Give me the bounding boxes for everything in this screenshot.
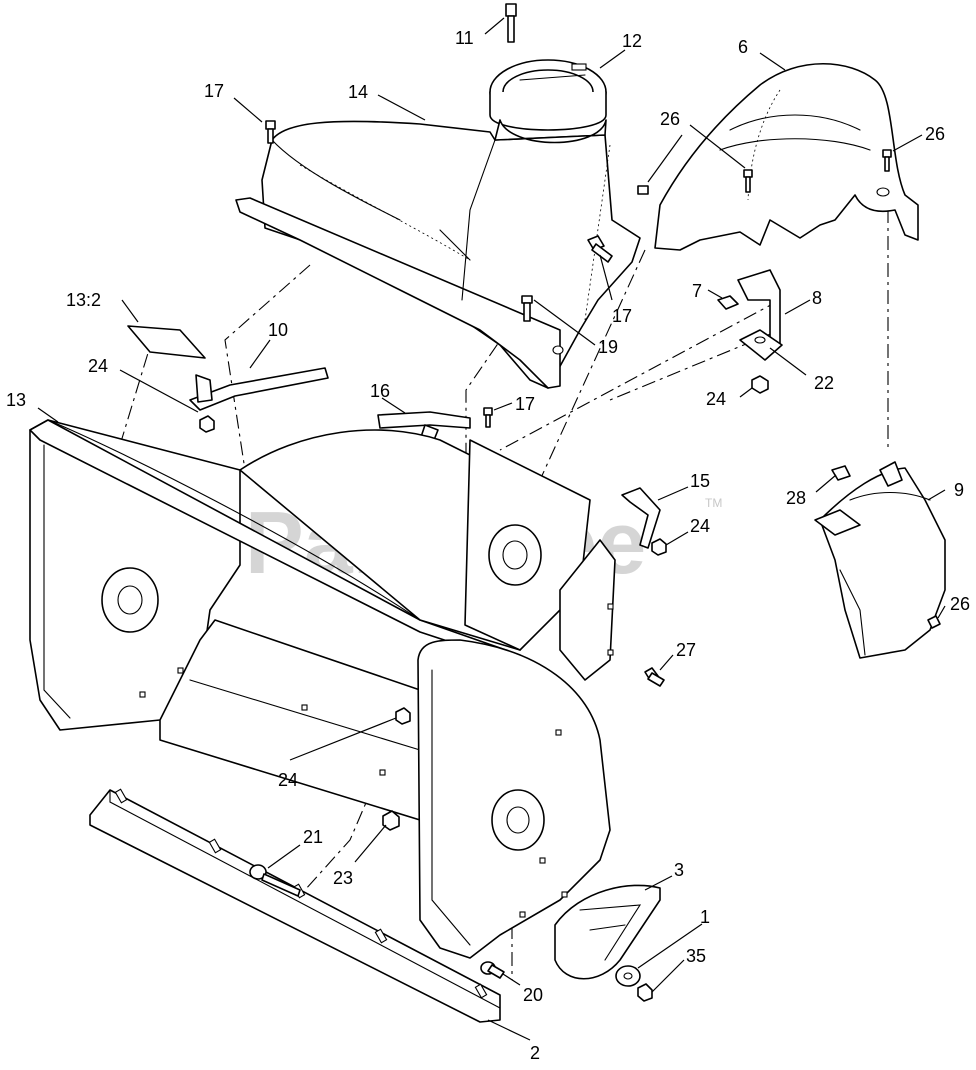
- callout-15: 15: [690, 471, 710, 491]
- nut-part-24-right[interactable]: [651, 538, 667, 556]
- chute-cover-part-6[interactable]: [654, 62, 919, 251]
- callout-1: 1: [700, 907, 710, 927]
- callout-26: 26: [925, 124, 945, 144]
- callout-9: 9: [954, 480, 964, 500]
- callout-7: 7: [692, 281, 702, 301]
- bolt-part-11[interactable]: [505, 3, 517, 43]
- callout-16: 16: [370, 381, 390, 401]
- callout-6: 6: [738, 37, 748, 57]
- callout-35: 35: [686, 946, 706, 966]
- callout-21: 21: [303, 827, 323, 847]
- bolt-part-17-upper[interactable]: [265, 120, 613, 263]
- nut-part-7[interactable]: [717, 295, 739, 310]
- callout-24: 24: [88, 356, 108, 376]
- washer-part-1[interactable]: [615, 965, 641, 987]
- deflector-part-9[interactable]: [814, 467, 946, 659]
- bracket-part-15[interactable]: [621, 487, 661, 549]
- discharge-chute-base-part-14[interactable]: [235, 120, 641, 389]
- chute-ring-part-12[interactable]: [489, 59, 607, 144]
- callout-23: 23: [333, 868, 353, 888]
- callout-2: 2: [530, 1043, 540, 1063]
- callout-14: 14: [348, 82, 368, 102]
- callout-17: 17: [612, 306, 632, 326]
- callout-27: 27: [676, 640, 696, 660]
- callout-10: 10: [268, 320, 288, 340]
- scraper-bar-part-2[interactable]: [89, 788, 501, 1023]
- bolt-part-27[interactable]: [644, 667, 665, 687]
- callout-26: 26: [660, 109, 680, 129]
- callout-17: 17: [515, 394, 535, 414]
- nut-part-24-bracket[interactable]: [751, 375, 769, 394]
- bolt-part-19[interactable]: [521, 295, 533, 322]
- callout-12: 12: [622, 31, 642, 51]
- carriage-bolt-part-21[interactable]: [249, 864, 301, 897]
- bracket-part-8[interactable]: [737, 269, 783, 361]
- skid-shoe-part-3[interactable]: [554, 884, 661, 980]
- callout-13: 13: [6, 390, 26, 410]
- watermark-trademark: TM: [705, 496, 722, 510]
- screw-part-26-top[interactable]: [637, 149, 892, 195]
- bolt-part-20[interactable]: [480, 961, 505, 979]
- callout-17: 17: [204, 81, 224, 101]
- callout-13-2: 13:2: [66, 290, 101, 310]
- callout-3: 3: [674, 860, 684, 880]
- callout-labels: 11 12 6 17 14 26 26 7 8 17 13:2 10 19 22…: [6, 28, 970, 1063]
- bolt-part-17-middle[interactable]: [483, 407, 493, 428]
- callout-24: 24: [278, 770, 298, 790]
- leader-lines: [37, 17, 946, 1041]
- callout-24: 24: [706, 389, 726, 409]
- callout-22: 22: [814, 373, 834, 393]
- callout-8: 8: [812, 288, 822, 308]
- callout-28: 28: [786, 488, 806, 508]
- callout-26: 26: [950, 594, 970, 614]
- callout-20: 20: [523, 985, 543, 1005]
- callout-19: 19: [598, 337, 618, 357]
- nut-part-35[interactable]: [637, 983, 653, 1002]
- decal-part-13-2[interactable]: [127, 325, 206, 359]
- nut-part-24-center[interactable]: [395, 707, 411, 725]
- auger-housing-part-13[interactable]: [29, 419, 616, 959]
- strap-part-10[interactable]: [189, 367, 329, 411]
- screw-part-26-lower[interactable]: [927, 615, 941, 629]
- callout-11: 11: [455, 28, 474, 48]
- nut-part-24-left[interactable]: [199, 415, 215, 433]
- nut-part-23[interactable]: [382, 810, 400, 831]
- callout-24: 24: [690, 516, 710, 536]
- clip-part-28[interactable]: [831, 461, 903, 487]
